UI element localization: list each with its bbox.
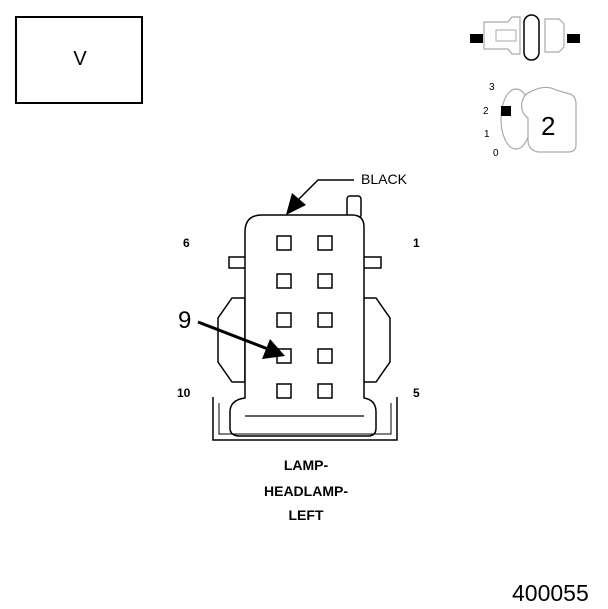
connector-view-icon (470, 14, 580, 61)
pin-cavity (276, 273, 292, 289)
pin-label-top-right: 1 (413, 236, 420, 250)
pin-cavity (317, 348, 333, 364)
wire-leader-arrowhead (286, 193, 306, 215)
key-position-label: 3 (489, 82, 495, 93)
connector-side-tabs (217, 195, 391, 383)
wire-color-label: BLACK (361, 171, 407, 187)
mode-box (15, 16, 143, 104)
mode-box-label: V (73, 48, 87, 70)
figure-id: 400055 (512, 580, 589, 606)
key-selected-position: 2 (541, 111, 556, 141)
pin-label-bottom-left: 10 (177, 386, 191, 400)
connector-name-line: HEADLAMP- (264, 483, 348, 499)
key-position-label: 0 (493, 148, 499, 159)
pin-cavity (276, 383, 292, 399)
connector-bracket (212, 397, 398, 441)
key-position-label: 1 (484, 129, 490, 140)
pin-cavity (276, 312, 292, 328)
connector-name-line: LEFT (288, 507, 324, 523)
callout-arrow-line (197, 320, 269, 351)
key-position-label: 2 (483, 106, 489, 117)
pin-cavities (276, 235, 333, 399)
pin-cavity (317, 383, 333, 399)
wire-leader-line (297, 179, 354, 201)
connector-name-line: LAMP- (283, 457, 329, 473)
pin-cavity (317, 235, 333, 251)
key-position-marker (501, 106, 511, 116)
pin-cavity (317, 312, 333, 328)
pin-cavity (317, 273, 333, 289)
pin-label-top-left: 6 (183, 236, 190, 250)
pin-label-bottom-right: 5 (413, 386, 420, 400)
callout-pin-label: 9 (178, 307, 192, 334)
ignition-key-icon (500, 86, 577, 153)
pin-cavity (276, 235, 292, 251)
connector-body (229, 214, 377, 437)
callout-arrowhead (262, 339, 285, 359)
